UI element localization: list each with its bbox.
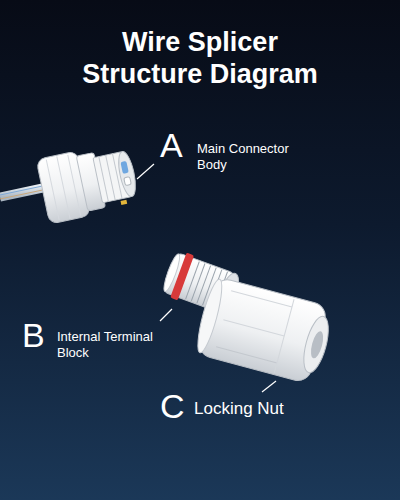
main-connector-body (36, 140, 141, 224)
diagram-title: Wire Splicer Structure Diagram (65, 26, 335, 91)
locking-nut (193, 276, 336, 386)
leader-line (262, 381, 276, 392)
callout-letter: C (160, 389, 185, 423)
leader-line (160, 309, 172, 321)
callout-letter: A (160, 128, 183, 162)
part-name: Locking Nut (194, 399, 374, 419)
callout-letter: B (22, 318, 45, 352)
part-name: Main Connector Body (197, 141, 307, 172)
part-name: Internal Terminal Block (57, 329, 175, 360)
leader-line (137, 164, 154, 179)
